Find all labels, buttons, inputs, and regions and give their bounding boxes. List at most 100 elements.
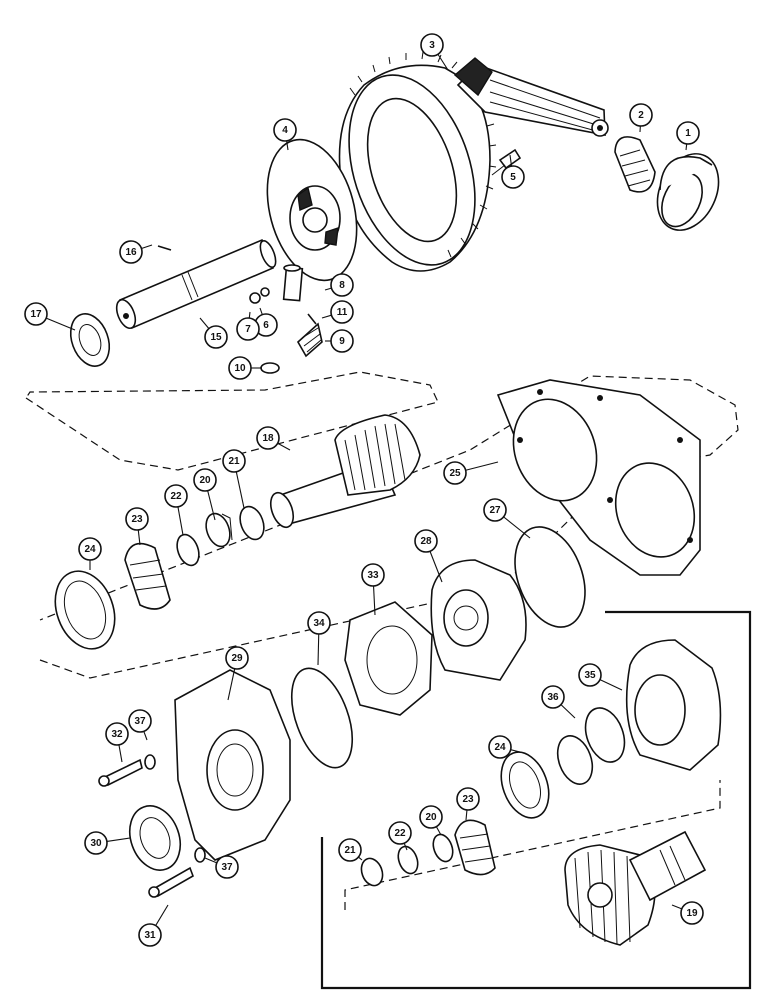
callout-circle <box>414 529 438 553</box>
leader-line-30 <box>106 837 131 842</box>
pinion-bearing-cone <box>614 136 656 193</box>
key <box>307 313 317 325</box>
leader-line-29 <box>227 668 236 701</box>
callout-number: 20 <box>199 475 211 486</box>
housing-bolt-upper <box>98 758 143 787</box>
callout-number: 23 <box>131 514 143 525</box>
leader-line-8 <box>324 287 332 291</box>
callout-circle <box>330 329 354 353</box>
callout-circle <box>84 831 108 855</box>
bevel-pinion-gear <box>296 322 323 358</box>
callout-number: 6 <box>263 320 269 331</box>
callout-number: 17 <box>30 309 42 320</box>
callout-number: 1 <box>685 128 691 139</box>
leader-line-34 <box>317 633 320 666</box>
alternate-assembly-frame <box>320 610 752 990</box>
callout-11: 11 <box>330 300 354 324</box>
leader-line-23 <box>137 529 141 546</box>
leader-line-6 <box>259 307 263 315</box>
leader-line-3 <box>437 53 449 71</box>
callout-circle <box>228 356 252 380</box>
leader-line-21 <box>235 471 245 509</box>
callout-number: 27 <box>489 505 501 516</box>
callout-circle <box>419 805 443 829</box>
leader-line-4 <box>286 140 289 151</box>
o-ring <box>290 667 354 769</box>
callout-number: 32 <box>111 729 123 740</box>
callout-number: 4 <box>282 125 288 136</box>
alternate-retaining-ring <box>397 845 419 875</box>
callout-30: 30 <box>84 831 108 855</box>
callout-24: 24 <box>488 735 512 759</box>
thrust-washer <box>69 313 111 367</box>
callout-circle <box>119 240 143 264</box>
callout-circle <box>488 735 512 759</box>
leader-line-20 <box>207 490 216 521</box>
callout-7: 7 <box>236 317 260 341</box>
leader-line-22 <box>403 842 408 851</box>
callout-number: 37 <box>221 862 233 873</box>
callout-number: 2 <box>638 110 644 121</box>
leader-line-18 <box>277 442 291 451</box>
callout-17: 17 <box>24 302 48 326</box>
callout-34: 34 <box>307 611 331 635</box>
callout-circle <box>629 103 653 127</box>
oil-seal <box>128 805 182 871</box>
callout-circle <box>456 787 480 811</box>
nut <box>249 292 261 304</box>
callout-number: 11 <box>337 307 348 318</box>
callout-circle <box>256 426 280 450</box>
callout-21: 21 <box>222 449 246 473</box>
callout-number: 30 <box>90 838 102 849</box>
callout-number: 34 <box>313 618 325 629</box>
callout-number: 9 <box>339 336 345 347</box>
callout-circle <box>361 563 385 587</box>
callout-circle <box>307 611 331 635</box>
callout-3: 3 <box>420 33 444 57</box>
output-bearing-cone <box>124 542 171 610</box>
callout-circle <box>388 821 412 845</box>
callout-circle <box>330 300 354 324</box>
callout-circle <box>578 663 602 687</box>
callout-number: 36 <box>547 692 559 703</box>
callout-circle <box>222 449 246 473</box>
callout-number: 7 <box>245 324 251 335</box>
callout-number: 24 <box>494 742 506 753</box>
leader-line-33 <box>373 585 376 616</box>
ring-gear-and-pinion <box>338 51 609 272</box>
callout-9: 9 <box>330 329 354 353</box>
callout-2: 2 <box>629 103 653 127</box>
leader-line-11 <box>321 314 332 319</box>
callout-19: 19 <box>680 901 704 925</box>
callout-1: 1 <box>676 121 700 145</box>
callout-20: 20 <box>419 805 443 829</box>
alternate-o-ring-outer <box>584 707 626 763</box>
callout-number: 20 <box>425 812 437 823</box>
callout-27: 27 <box>483 498 507 522</box>
roll-pin <box>157 245 172 251</box>
alternate-o-ring-inner <box>556 735 594 785</box>
bolt-washer-lower <box>194 847 206 863</box>
differential-shaft <box>115 238 277 330</box>
callout-28: 28 <box>414 529 438 553</box>
callout-number: 10 <box>234 363 246 374</box>
callout-number: 3 <box>429 40 435 51</box>
alternate-bearing-cone <box>454 819 496 876</box>
callout-5: 5 <box>501 165 525 189</box>
callout-circle <box>420 33 444 57</box>
callout-number: 31 <box>144 930 156 941</box>
callout-number: 21 <box>228 456 240 467</box>
callout-number: 37 <box>134 716 146 727</box>
leader-line-15 <box>199 317 210 329</box>
callout-number: 21 <box>344 845 356 856</box>
output-bearing-cup <box>54 570 116 650</box>
upper-group-dashed-outline <box>25 371 439 471</box>
callout-number: 24 <box>84 544 96 555</box>
retaining-ring <box>176 533 200 567</box>
transmission-housing <box>174 669 291 861</box>
callout-31: 31 <box>138 923 162 947</box>
callout-18: 18 <box>256 426 280 450</box>
callout-15: 15 <box>204 325 228 349</box>
callout-circle <box>225 646 249 670</box>
